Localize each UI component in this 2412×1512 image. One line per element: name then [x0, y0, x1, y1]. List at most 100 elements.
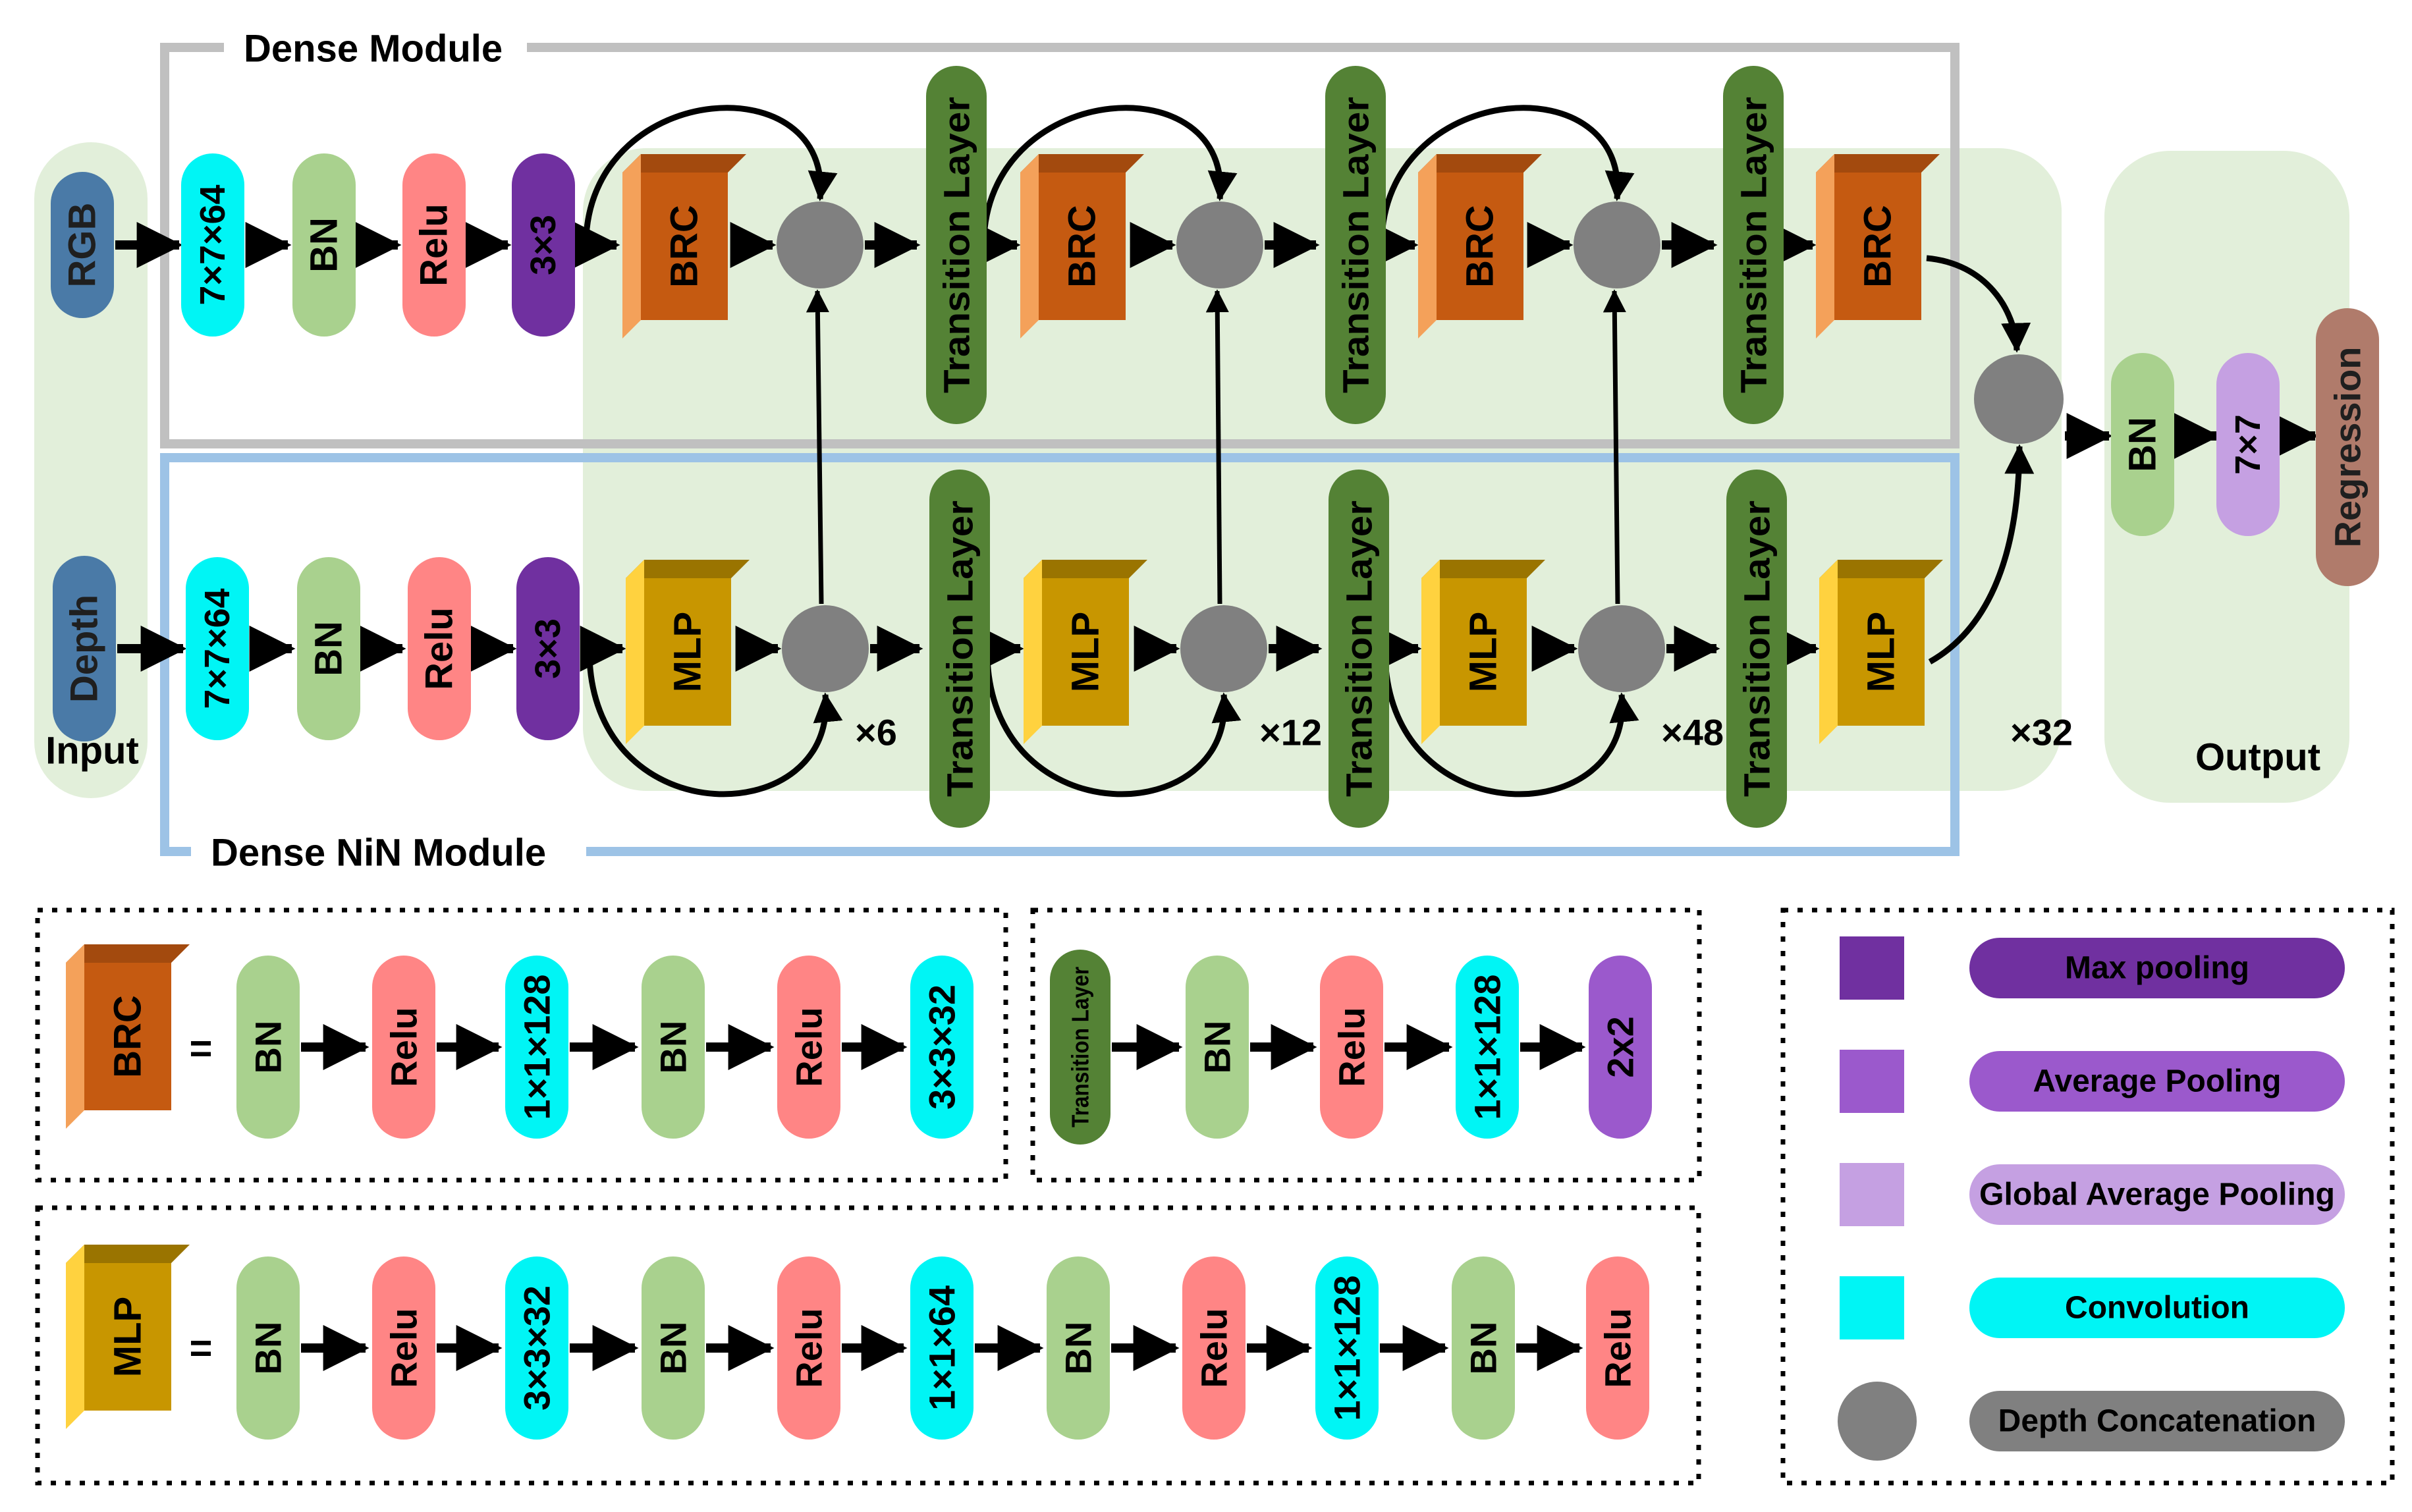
- output-bn-label: BN: [2122, 417, 2164, 472]
- skip-arc-bottom-3: [1382, 657, 1639, 797]
- mlp-block-1-front-face: [644, 578, 731, 726]
- brc-detail-equals: =: [189, 1027, 212, 1071]
- brc-block-1-front-face: [641, 173, 728, 320]
- mlp-detail-item-3-label: 3×3×32: [516, 1285, 558, 1411]
- brc-detail-item-2-label: Relu: [383, 1007, 425, 1087]
- mlp-detail-item-9: [1315, 1256, 1379, 1440]
- transition-detail-item-3-label: 1×1×128: [1467, 974, 1508, 1120]
- legend-swatch-concat: [1838, 1382, 1917, 1461]
- mlp-block-3-label: MLP: [1462, 612, 1505, 692]
- repeat-count-2: ×12: [1259, 712, 1322, 753]
- mlp-block-2: MLP: [1024, 560, 1147, 744]
- dense-module-title-bg: [224, 28, 527, 70]
- brc-block-2: BRC: [1020, 154, 1144, 338]
- output-bn: [2111, 353, 2174, 536]
- concat-top-3: [1574, 202, 1660, 288]
- global-avgpool: [2216, 353, 2280, 536]
- mlp-block-2-side-face: [1024, 560, 1042, 744]
- depth-input-label: Depth: [63, 595, 106, 703]
- nin-module-title: Dense NiN Module: [211, 832, 546, 875]
- brc-detail-block-front-face: [84, 963, 171, 1110]
- mlp-block-2-front-face: [1042, 578, 1129, 726]
- brc-detail-item-3-label: 1×1×128: [516, 974, 558, 1120]
- brc-detail-item-2: [372, 956, 435, 1139]
- brc-detail-item-4-label: BN: [653, 1021, 694, 1074]
- mlp-block-1-label: MLP: [667, 612, 709, 692]
- mlp-detail-panel: [35, 1205, 1701, 1486]
- skip-arc-top-2: [981, 105, 1238, 236]
- legend-label-4: Convolution: [2065, 1291, 2249, 1326]
- transition-detail-item-2-label: Relu: [1331, 1007, 1373, 1087]
- mlp-detail-item-2-label: Relu: [383, 1308, 425, 1388]
- brc-block-3-side-face: [1418, 154, 1437, 338]
- brc-block-2-front-face: [1039, 173, 1126, 320]
- concat-bottom-1: [782, 605, 869, 692]
- mlp-block-1: MLP: [626, 560, 750, 744]
- brc-block-3-top-face: [1418, 154, 1542, 173]
- mlp-detail-block: MLP: [66, 1245, 190, 1429]
- brc-block-1-side-face: [622, 154, 641, 338]
- rgb-maxpool-label: 3×3: [524, 215, 563, 275]
- depth-bn-label: BN: [308, 621, 350, 676]
- output-group-label: Output: [2195, 736, 2320, 779]
- depth-relu-label: Relu: [418, 607, 461, 690]
- brc-block-3-label: BRC: [1459, 205, 1502, 288]
- mlp-detail-item-5-label: Relu: [788, 1308, 830, 1388]
- brc-block-4: BRC: [1816, 154, 1940, 338]
- brc-detail-block-side-face: [66, 944, 84, 1129]
- depth-relu: [408, 557, 471, 740]
- mlp-block-3-front-face: [1440, 578, 1527, 726]
- nin-module-title-bg: [191, 831, 586, 873]
- brc-detail-item-3: [505, 956, 568, 1139]
- legend-pill-1: [1969, 938, 2345, 998]
- brc-detail-block: BRC: [66, 944, 190, 1129]
- brc-detail-item-6-label: 3×3×32: [921, 985, 963, 1110]
- legend-swatch-3: [1840, 1163, 1904, 1226]
- brc-block-4-side-face: [1816, 154, 1834, 338]
- transition-detail-item-4-label: 2x2: [1600, 1016, 1641, 1077]
- brc-block-2-label: BRC: [1061, 205, 1104, 288]
- concat-top-1: [777, 202, 863, 288]
- transition-detail-block-label: Transition Layer: [1067, 967, 1094, 1127]
- regression-block: [2316, 308, 2379, 586]
- mlp-detail-item-8-label: Relu: [1193, 1308, 1235, 1388]
- brc-detail-item-1: [236, 956, 300, 1139]
- legend-label-3: Global Average Pooling: [1979, 1177, 2335, 1212]
- skip-arc-bottom-1: [586, 657, 843, 797]
- transition-bottom-2-label: Transition Layer: [1338, 500, 1380, 797]
- transition-top-2-label: Transition Layer: [1335, 97, 1377, 393]
- arrow-brc4-final: [1926, 255, 2031, 353]
- repeat-count-1: ×6: [855, 712, 897, 753]
- arrow-mlp4-final: [1928, 444, 2035, 664]
- legend-label-5: Depth Concatenation: [1998, 1404, 2316, 1439]
- mlp-block-1-top-face: [626, 560, 750, 578]
- mlp-detail-equals: =: [189, 1326, 212, 1370]
- mlp-detail-item-9-label: 1×1×128: [1327, 1275, 1368, 1420]
- mlp-detail-item-6: [910, 1256, 973, 1440]
- concat-top-2: [1176, 202, 1263, 288]
- legend-label-2: Average Pooling: [2033, 1064, 2282, 1099]
- brc-detail-block-label: BRC: [107, 995, 150, 1078]
- brc-detail-block-top-face: [66, 944, 190, 963]
- fusion-arrow-2: [1205, 289, 1229, 605]
- transition-detail-item-3: [1456, 956, 1519, 1139]
- mlp-block-4-side-face: [1819, 560, 1838, 744]
- brc-block-2-side-face: [1020, 154, 1039, 338]
- legend-panel: [1780, 907, 2395, 1486]
- transition-bottom-1: [929, 470, 990, 828]
- transition-top-2: [1325, 66, 1386, 424]
- brc-detail-item-5-label: Relu: [788, 1007, 830, 1087]
- mlp-block-2-top-face: [1024, 560, 1147, 578]
- mlp-detail-item-5: [777, 1256, 840, 1440]
- transition-detail-block: [1050, 950, 1110, 1145]
- mlp-detail-item-4: [642, 1256, 705, 1440]
- repeat-count-3: ×48: [1661, 712, 1724, 753]
- transition-detail-item-4: [1589, 956, 1652, 1139]
- transition-top-1-label: Transition Layer: [936, 97, 977, 393]
- brc-block-1-label: BRC: [663, 205, 706, 288]
- mlp-detail-item-3: [505, 1256, 568, 1440]
- mlp-detail-item-8: [1182, 1256, 1246, 1440]
- mlp-block-1-side-face: [626, 560, 644, 744]
- mlp-detail-item-6-label: 1×1×64: [921, 1285, 963, 1411]
